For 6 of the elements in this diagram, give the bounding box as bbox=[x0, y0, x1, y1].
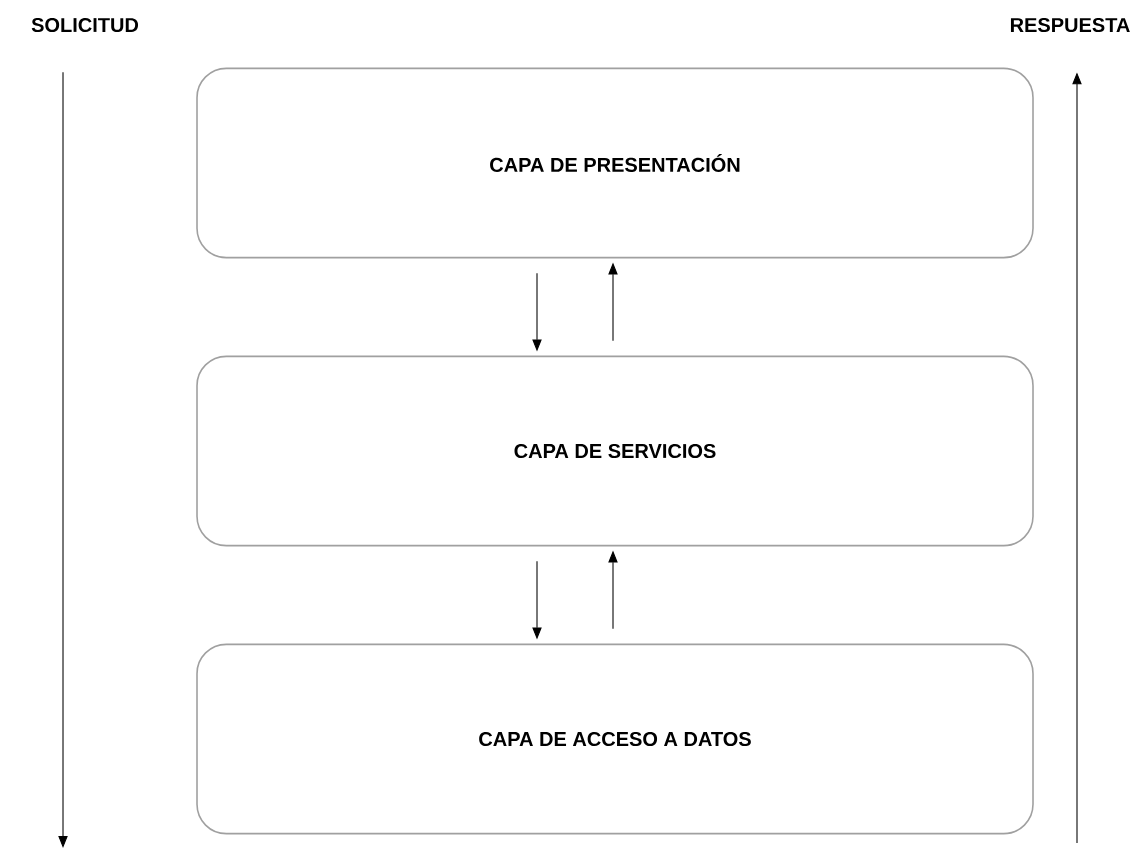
layer-box: CAPA DE ACCESO A DATOS bbox=[196, 643, 1034, 835]
arrow bbox=[58, 71, 68, 848]
heading-text: RESPUESTA bbox=[1010, 17, 1130, 33]
heading-text: SOLICITUD bbox=[31, 17, 139, 33]
layer-box: CAPA DE SERVICIOS bbox=[196, 355, 1034, 547]
layer-box: CAPA DE PRESENTACIÓN bbox=[196, 67, 1034, 259]
